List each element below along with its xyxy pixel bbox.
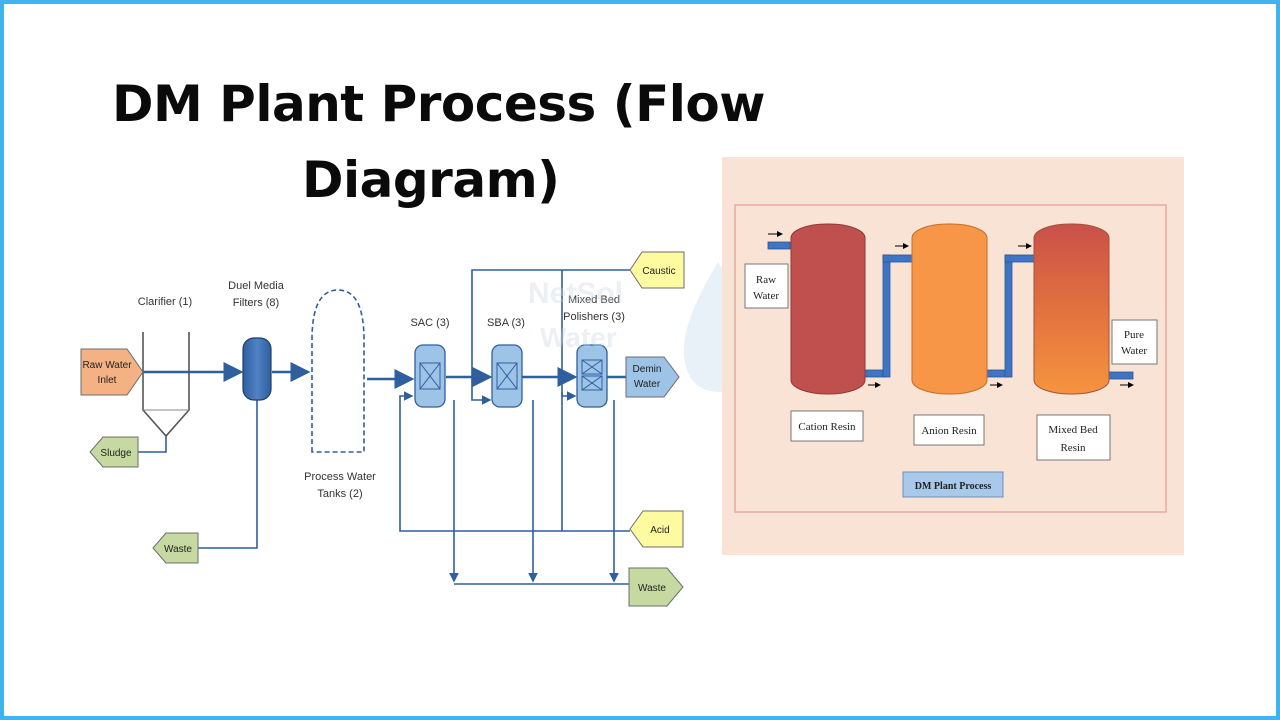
watermark-text-1: NetSol	[528, 277, 623, 310]
caustic-tag-label: Caustic	[642, 266, 675, 277]
tag-sludge: Sludge	[89, 436, 139, 468]
raw-water-label-1: Raw	[756, 274, 776, 286]
pipe-cation-to-anion	[882, 254, 891, 378]
raw-water-tag-line-2: Inlet	[98, 375, 117, 386]
tag-acid: Acid	[629, 510, 684, 548]
pipe-caustic-to-sba	[471, 269, 630, 405]
mixed-bed-resin-label-1: Mixed Bed	[1048, 424, 1098, 436]
tag-raw-water-inlet: Raw Water Inlet	[80, 348, 144, 396]
pipe-anion-to-mixed	[1004, 254, 1013, 378]
duel-media-label-1: Duel Media	[228, 280, 285, 292]
waste-left-tag-label: Waste	[164, 544, 192, 555]
mixed-bed-polisher-vessel	[576, 344, 608, 408]
raw-water-label-2: Water	[753, 290, 779, 302]
pure-water-label-2: Water	[1121, 345, 1147, 357]
tag-waste-left: Waste	[152, 532, 199, 564]
title-line-1: DM Plant Process (Flow	[112, 75, 765, 133]
anion-resin-label: Anion Resin	[921, 425, 977, 437]
pure-water-box: Pure Water	[1111, 319, 1158, 365]
sac-vessel	[414, 344, 446, 408]
process-water-label-1: Process Water	[304, 471, 376, 483]
watermark-text-2: Water	[540, 322, 617, 353]
panel-inner-border	[734, 204, 1167, 513]
sac-label: SAC (3)	[410, 317, 449, 329]
sba-label: SBA (3)	[487, 317, 525, 329]
dual-media-filter	[242, 337, 272, 401]
sba-vessel	[491, 344, 523, 408]
anion-resin-tank	[911, 223, 988, 395]
tag-demin-water: Demin Water	[625, 356, 680, 398]
left-flow-diagram: Clarifier (1) Duel Media Filters (8) Pro…	[80, 251, 752, 607]
tag-waste-right: Waste	[628, 567, 684, 607]
waste-right-tag-label: Waste	[638, 583, 666, 594]
duel-media-label-2: Filters (8)	[233, 297, 279, 309]
cation-label-box: Cation Resin	[790, 410, 864, 442]
dm-plant-caption-box: DM Plant Process	[902, 471, 1004, 498]
mixed-bed-resin-tank	[1033, 223, 1110, 395]
right-process-panel: Raw Water Pure Water Cation Resin Anion …	[722, 157, 1184, 555]
dm-plant-caption: DM Plant Process	[915, 481, 992, 492]
pipe-sludge	[138, 436, 167, 453]
mixed-bed-resin-label-2: Resin	[1060, 442, 1086, 454]
tag-caustic: Caustic	[629, 251, 685, 289]
clarifier-label: Clarifier (1)	[138, 296, 192, 308]
cation-resin-label: Cation Resin	[798, 421, 856, 433]
process-water-label-2: Tanks (2)	[317, 488, 362, 500]
acid-tag-label: Acid	[650, 525, 669, 536]
process-water-tank	[311, 289, 365, 453]
raw-water-tag-line-1: Raw Water	[82, 360, 132, 371]
sludge-tag-label: Sludge	[100, 448, 132, 459]
pure-water-label-1: Pure	[1124, 329, 1144, 341]
cation-resin-tank	[790, 223, 866, 395]
demin-tag-line-2: Water	[634, 379, 661, 390]
raw-water-box: Raw Water	[744, 263, 789, 309]
title-line-2: Diagram)	[302, 151, 560, 209]
inlet-pipe	[767, 241, 791, 250]
outlet-pipe	[1108, 371, 1134, 380]
anion-label-box: Anion Resin	[913, 414, 985, 446]
clarifier-vessel	[142, 332, 190, 438]
mixed-bed-label-box: Mixed Bed Resin	[1036, 414, 1111, 461]
demin-tag-line-1: Demin	[633, 364, 662, 375]
mixed-bed-label-1: Mixed Bed	[568, 294, 620, 306]
pipe-acid-to-sac	[399, 391, 630, 532]
page-title: DM Plant Process (Flow Diagram)	[112, 66, 812, 218]
pipe-waste-left	[198, 400, 258, 549]
mixed-bed-label-2: Polishers (3)	[563, 311, 625, 323]
